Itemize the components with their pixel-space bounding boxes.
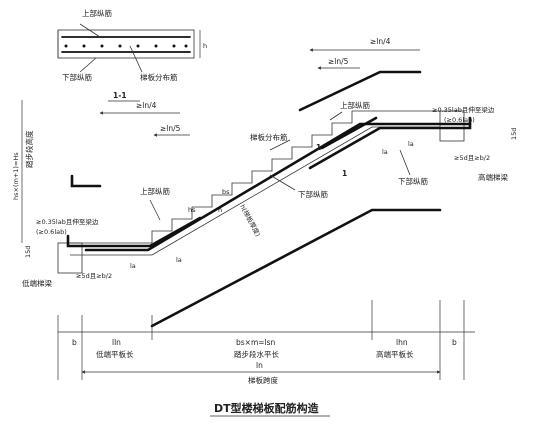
- dim-ln4-top: ≥ln/4: [370, 37, 391, 46]
- step-b-label: bs: [222, 188, 230, 196]
- upper-right-bar: [308, 116, 472, 170]
- page-title: DT型楼梯板配筋构造: [214, 401, 320, 415]
- dim-ln5-top: ≥ln/5: [328, 57, 349, 66]
- thick-vertical-label: h(梯板厚度): [238, 203, 262, 238]
- section-h-label: h: [203, 42, 207, 50]
- dim-high-flat: 高端平板长: [376, 349, 414, 359]
- upper-left-bar: [66, 216, 202, 248]
- dim-height-expr: hs×(m+1)=Hs: [12, 152, 20, 200]
- step-height-label: 踏步段高度: [24, 130, 34, 168]
- dim-slab-span: 梯板跨度: [248, 375, 278, 385]
- section-title: 1-1: [113, 91, 127, 100]
- dim-step-run: bs×m=lsn: [236, 338, 276, 347]
- stair-steps: [151, 110, 372, 243]
- anchor-left-label2: (≥0.6lab): [36, 228, 67, 236]
- dim-lhn: lhn: [396, 338, 408, 347]
- section-bottom-bar-label: 下部纵筋: [62, 72, 92, 82]
- five-d-left-label: ≥5d且≥b/2: [76, 272, 112, 280]
- mid-sloped-bar: [320, 116, 378, 150]
- stair-soffit: [151, 126, 373, 256]
- upper-left-top: [70, 174, 102, 188]
- section-dots: [64, 44, 188, 48]
- fifteen-d-right-label: 15d: [510, 128, 518, 140]
- fifteen-d-left-label: 15d: [24, 246, 32, 258]
- upper-bar-top-label: 上部纵筋: [340, 100, 370, 110]
- high-beam-outline: [439, 110, 465, 142]
- lower-bar-mid-label: 下部纵筋: [298, 189, 328, 199]
- dim-ln: ln: [256, 361, 263, 370]
- dim-b-right: b: [452, 338, 457, 347]
- dim-lln: lln: [112, 338, 121, 347]
- anchor-right-label: ≥0.35lab且伸至梁边: [432, 105, 495, 114]
- dim-la: la: [130, 262, 136, 270]
- lower-bar-right-label: 下部纵筋: [398, 176, 428, 186]
- dim-la4: la: [408, 140, 414, 148]
- dim-low-flat: 低端平板长: [96, 349, 134, 359]
- five-d-right-label: ≥5d且≥b/2: [454, 154, 490, 162]
- dim-step-flat: 踏步段水平长: [234, 349, 279, 359]
- section-mark2: 1: [342, 169, 347, 178]
- section-mark: 1: [316, 143, 321, 152]
- section-dist-bar-label: 梯板分布筋: [140, 72, 178, 82]
- dist-bar-label: 梯板分布筋: [250, 132, 288, 142]
- bottom-sloped-bar: [150, 208, 442, 328]
- rebars: [66, 70, 472, 328]
- dim-ln5-left: ≥ln/5: [160, 124, 181, 133]
- high-beam-label: 高端梯梁: [478, 172, 508, 182]
- upper-bar-left-label: 上部纵筋: [140, 186, 170, 196]
- dimensions: ≥ln/4 ≥ln/5 ≥ln/4 ≥ln/5 la la la la hs×(…: [12, 37, 475, 385]
- dim-b-left: b: [72, 338, 77, 347]
- upper-right-top: [298, 70, 422, 112]
- section-1-1: 上部纵筋 下部纵筋 梯板分布筋 h 1-1: [57, 8, 207, 102]
- dim-ln4-left: ≥ln/4: [136, 101, 157, 110]
- dim-la3: la: [382, 148, 388, 156]
- section-top-bar-label: 上部纵筋: [82, 8, 112, 18]
- anchor-right-label2: (≥0.6lab): [444, 116, 475, 124]
- low-beam-label: 低端梯梁: [22, 278, 52, 288]
- step-h-label: hs: [188, 206, 196, 214]
- slab-thick-label: h: [218, 206, 222, 214]
- anchor-left-label: ≥0.35lab且伸至梁边: [36, 217, 99, 226]
- dim-la2: la: [176, 256, 182, 264]
- section-outline: [57, 29, 195, 59]
- lower-long-bar: [84, 122, 472, 252]
- low-beam-outline: [57, 242, 83, 274]
